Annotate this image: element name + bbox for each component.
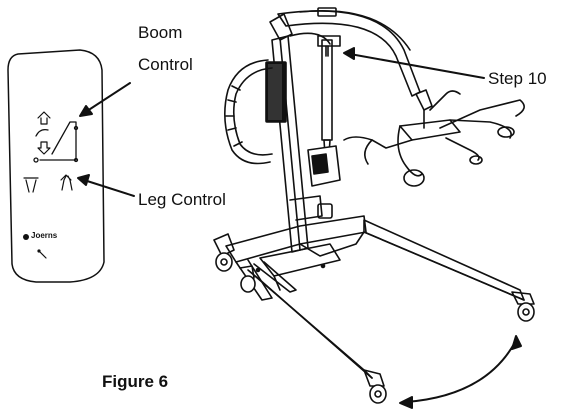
boom-control-arrow [79,82,131,117]
remote-brand-label: Joerns [31,231,58,240]
step-10-label: Step 10 [488,69,547,88]
figure-caption: Figure 6 [102,372,169,391]
caster-front-right [517,302,535,322]
pen-icon [37,249,47,259]
boom-up-arrow-icon[interactable] [37,111,51,125]
battery-pack [265,61,287,123]
step-10-arrow [343,47,485,79]
patient-lift [213,7,535,404]
caster-rear-right [239,265,256,293]
boom-down-arrow-icon[interactable] [37,141,51,155]
push-handle [224,32,331,165]
joerns-logo [23,234,29,240]
legs-close-icon[interactable] [23,177,39,193]
spreader-bar [343,89,525,187]
mast [269,13,323,253]
boom-symbol-icon [33,121,79,163]
legs-open-icon[interactable] [60,174,73,191]
base-leg-left [247,269,385,387]
leg-control-arrow [77,174,135,197]
caster-front-left [369,384,387,404]
boom-label-line1: Boom [138,23,183,42]
caster-rear-left [213,233,235,272]
leg-swing-curved-arrow [399,335,522,409]
control-box [307,145,341,187]
boom-label-line2: Control [138,55,193,74]
leg-control-label: Leg Control [138,190,226,209]
base-leg-right [363,219,535,305]
hand-control-remote [7,49,105,283]
